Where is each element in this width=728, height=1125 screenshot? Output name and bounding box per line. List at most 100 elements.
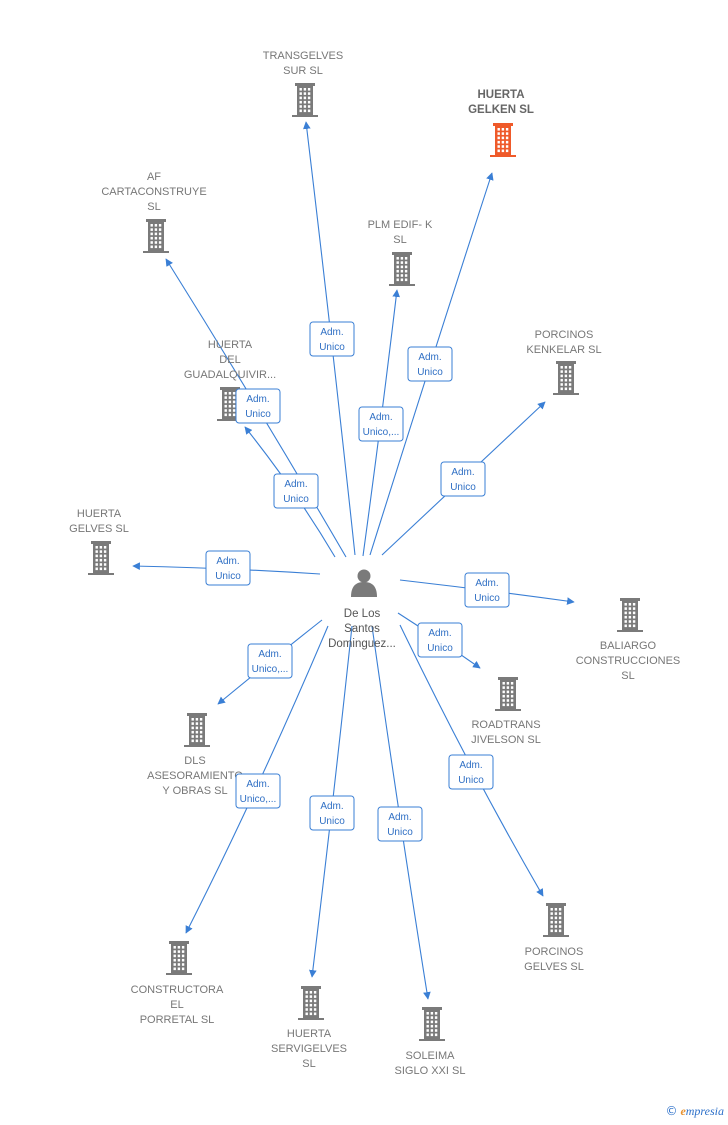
badge-text: Unico bbox=[450, 482, 476, 493]
badge-text: Adm. bbox=[418, 352, 441, 363]
building-icon bbox=[617, 598, 643, 632]
badge-text: Unico bbox=[319, 342, 345, 353]
company-label-line: SOLEIMA bbox=[406, 1050, 456, 1062]
person-icon bbox=[351, 569, 377, 597]
company-label-line: SERVIGELVES bbox=[271, 1043, 347, 1055]
company-label-line: TRANSGELVES bbox=[263, 50, 344, 62]
building-icon bbox=[543, 903, 569, 937]
badge-text: Adm. bbox=[216, 556, 239, 567]
company-label-line: PORRETAL SL bbox=[140, 1014, 215, 1026]
company-label-line: HUERTA bbox=[208, 339, 253, 351]
badge-text: Unico bbox=[474, 593, 500, 604]
building-icon bbox=[143, 219, 169, 253]
badge-text: Adm. bbox=[428, 628, 451, 639]
badge-text: Unico bbox=[215, 571, 241, 582]
company-label-line: GELVES SL bbox=[524, 961, 584, 973]
company-node-porcinos-gelves[interactable]: PORCINOS GELVES SL bbox=[524, 903, 584, 973]
company-label: PORCINOS GELVES SL bbox=[524, 946, 584, 973]
badge-box bbox=[235, 388, 281, 424]
company-node-baliargo-construcciones[interactable]: BALIARGO CONSTRUCCIONES SL bbox=[576, 598, 681, 682]
company-label: TRANSGELVES SUR SL bbox=[263, 50, 344, 77]
role-badge-constructora-el-porretal[interactable]: Adm.Unico,... bbox=[235, 773, 281, 809]
role-badge-af-cartaconstruye[interactable]: Adm.Unico bbox=[235, 388, 281, 424]
role-badge-roadtrans-jivelson[interactable]: Adm.Unico bbox=[417, 622, 463, 658]
badge-text: Adm. bbox=[459, 760, 482, 771]
role-badge-baliargo-construcciones[interactable]: Adm. Unico bbox=[464, 572, 510, 608]
company-label-line: CONSTRUCCIONES bbox=[576, 655, 681, 667]
badge-box bbox=[448, 754, 494, 790]
badge-text: Unico bbox=[245, 409, 271, 420]
company-label-line: HUERTA bbox=[477, 89, 524, 101]
person-name-line: Santos bbox=[344, 623, 380, 635]
role-badge-huerta-servigelves[interactable]: Adm. Unico bbox=[309, 795, 355, 831]
company-label-line: DEL bbox=[219, 354, 240, 366]
badge-text: Adm. bbox=[388, 812, 411, 823]
company-label-line: JIVELSON SL bbox=[471, 734, 541, 746]
company-label-line: ROADTRANS bbox=[471, 719, 540, 731]
badge-text: Unico,... bbox=[252, 664, 289, 675]
brand-initial: e bbox=[680, 1104, 686, 1118]
company-label-line: SL bbox=[393, 234, 406, 246]
badge-text: Adm. bbox=[475, 578, 498, 589]
company-label: ROADTRANS JIVELSON SL bbox=[471, 719, 541, 746]
company-label-line: EL bbox=[170, 999, 183, 1011]
role-badge-huerta-gelves[interactable]: Adm. Unico bbox=[205, 550, 251, 586]
person-name-line: De Los bbox=[344, 608, 381, 620]
company-label-line: HUERTA bbox=[77, 508, 122, 520]
company-label-line: Y OBRAS SL bbox=[162, 785, 227, 797]
role-badge-porcinos-kenkelar[interactable]: Adm. Unico bbox=[440, 461, 486, 497]
role-badge-soleima-siglo-xxi[interactable]: Adm.Unico bbox=[377, 806, 423, 842]
role-badge-porcinos-gelves[interactable]: Adm. Unico bbox=[448, 754, 494, 790]
badge-text: Unico bbox=[283, 494, 309, 505]
role-badge-plm-edif-k[interactable]: Adm.Unico,... bbox=[358, 406, 404, 442]
badge-text: Unico bbox=[319, 816, 345, 827]
role-badge-transgelves-sur[interactable]: Adm.Unico bbox=[309, 321, 355, 357]
badge-text: Adm. bbox=[320, 801, 343, 812]
company-label: BALIARGO CONSTRUCCIONES SL bbox=[576, 640, 681, 682]
building-icon bbox=[166, 941, 192, 975]
badge-text: Unico bbox=[458, 775, 484, 786]
building-icon bbox=[389, 252, 415, 286]
role-badge-dls-asesoramiento[interactable]: Adm.Unico,... bbox=[247, 643, 293, 679]
company-label-line: ASESORAMIENTO bbox=[147, 770, 243, 782]
company-label-line: SUR SL bbox=[283, 65, 323, 77]
role-badge-huerta-gelken[interactable]: Adm.Unico bbox=[407, 346, 453, 382]
badge-box bbox=[309, 795, 355, 831]
edges-layer bbox=[132, 121, 575, 1000]
badge-text: Unico,... bbox=[240, 794, 277, 805]
company-node-roadtrans-jivelson[interactable]: ROADTRANS JIVELSON SL bbox=[471, 677, 541, 746]
company-label-line: SL bbox=[621, 670, 634, 682]
badge-box bbox=[205, 550, 251, 586]
building-icon bbox=[298, 986, 324, 1020]
company-label-line: PORCINOS bbox=[525, 946, 584, 958]
badge-text: Adm. bbox=[451, 467, 474, 478]
company-label-line: BALIARGO bbox=[600, 640, 657, 652]
building-icon bbox=[495, 677, 521, 711]
building-icon bbox=[217, 387, 243, 421]
role-badge-huerta-del-guadalquivir[interactable]: Adm.Unico bbox=[273, 473, 319, 509]
badge-box bbox=[273, 473, 319, 509]
badge-box bbox=[464, 572, 510, 608]
company-node-transgelves-sur[interactable]: TRANSGELVES SUR SL bbox=[263, 50, 344, 117]
brand-name: mpresia bbox=[685, 1104, 724, 1118]
copyright-symbol: © bbox=[665, 1104, 678, 1118]
